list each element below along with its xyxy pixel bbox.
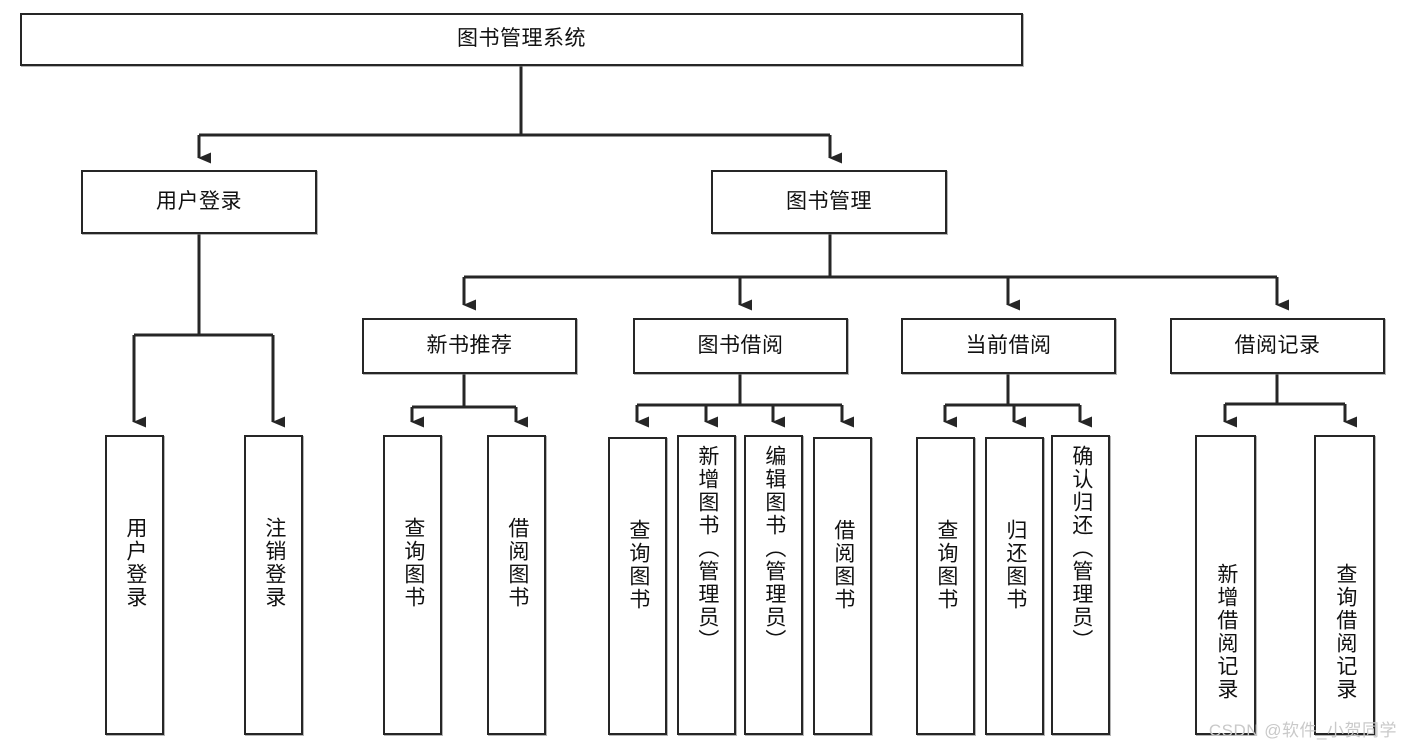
leaf-user-login-signin[interactable]: 用户登录 [105, 435, 164, 735]
node-user-login[interactable]: 用户登录 [81, 170, 317, 234]
node-user-login-label: 用户登录 [156, 189, 242, 213]
leaf-borrow-edit-book-label: 编辑图书（管理员） [762, 445, 786, 652]
node-book-borrow[interactable]: 图书借阅 [633, 318, 848, 374]
leaf-new-book-borrow-label: 借阅图书 [505, 517, 529, 609]
leaf-user-login-signout-label: 注销登录 [262, 517, 286, 609]
leaf-record-query[interactable]: 查询借阅记录 [1314, 435, 1375, 735]
leaf-current-confirm-return[interactable]: 确认归还（管理员） [1051, 435, 1110, 735]
node-root[interactable]: 图书管理系统 [20, 13, 1023, 66]
leaf-borrow-add-book-label: 新增图书（管理员） [695, 445, 719, 652]
node-root-label: 图书管理系统 [457, 27, 586, 51]
leaf-borrow-add-book[interactable]: 新增图书（管理员） [677, 435, 736, 735]
node-book-management-label: 图书管理 [786, 189, 872, 213]
leaf-new-book-query-label: 查询图书 [401, 517, 425, 609]
leaf-borrow-borrow-book-label: 借阅图书 [831, 519, 855, 611]
leaf-borrow-query-book[interactable]: 查询图书 [608, 437, 667, 735]
node-new-book-recommend[interactable]: 新书推荐 [362, 318, 577, 374]
node-borrow-record[interactable]: 借阅记录 [1170, 318, 1385, 374]
leaf-current-return-book[interactable]: 归还图书 [985, 437, 1044, 735]
leaf-new-book-query[interactable]: 查询图书 [383, 435, 442, 735]
csdn-watermark: CSDN @软件_小贺同学 [1208, 721, 1397, 740]
leaf-record-query-label: 查询借阅记录 [1333, 563, 1357, 701]
leaf-record-add[interactable]: 新增借阅记录 [1195, 435, 1256, 735]
node-new-book-recommend-label: 新书推荐 [426, 333, 513, 357]
leaf-user-login-signin-label: 用户登录 [123, 517, 147, 609]
leaf-new-book-borrow[interactable]: 借阅图书 [487, 435, 546, 735]
node-borrow-record-label: 借阅记录 [1234, 333, 1321, 357]
leaf-record-add-label: 新增借阅记录 [1214, 563, 1238, 701]
leaf-borrow-edit-book[interactable]: 编辑图书（管理员） [744, 435, 803, 735]
leaf-borrow-borrow-book[interactable]: 借阅图书 [813, 437, 872, 735]
leaf-current-confirm-return-label: 确认归还（管理员） [1069, 445, 1093, 652]
leaf-user-login-signout[interactable]: 注销登录 [244, 435, 303, 735]
leaf-current-return-book-label: 归还图书 [1003, 519, 1027, 611]
leaf-borrow-query-book-label: 查询图书 [626, 519, 650, 611]
leaf-current-query-book[interactable]: 查询图书 [916, 437, 975, 735]
node-book-management[interactable]: 图书管理 [711, 170, 947, 234]
leaf-current-query-book-label: 查询图书 [934, 519, 958, 611]
node-current-borrow[interactable]: 当前借阅 [901, 318, 1116, 374]
node-book-borrow-label: 图书借阅 [697, 333, 784, 357]
node-current-borrow-label: 当前借阅 [965, 333, 1052, 357]
